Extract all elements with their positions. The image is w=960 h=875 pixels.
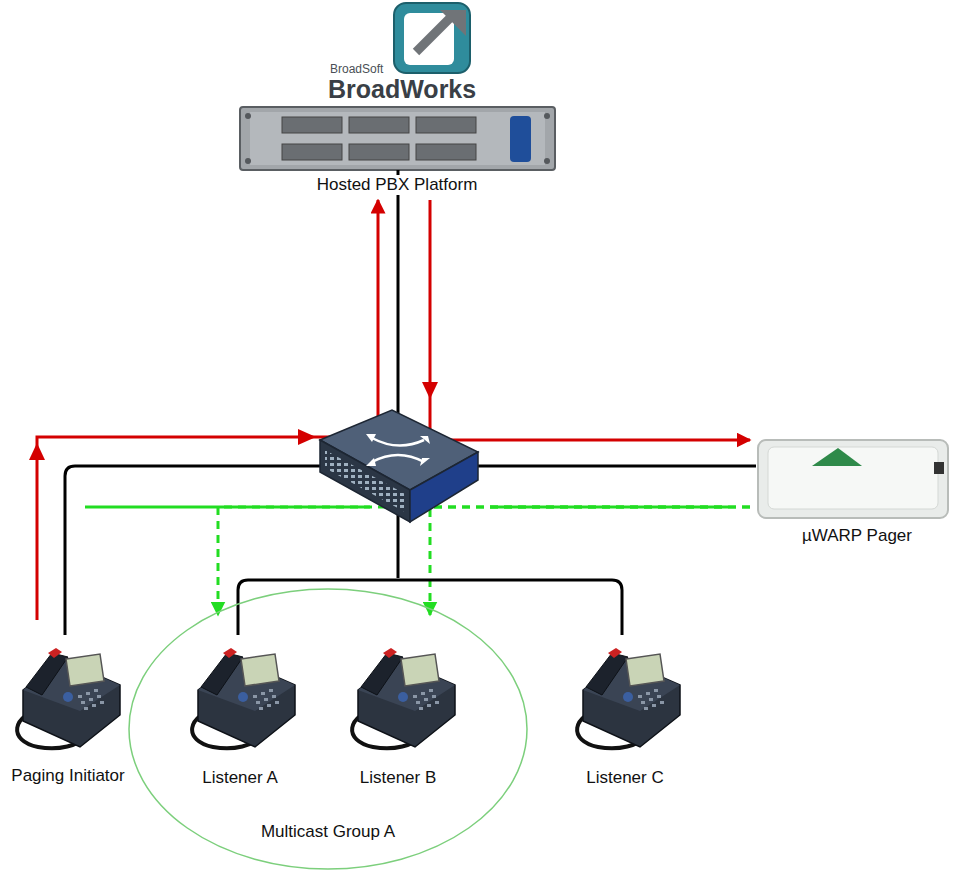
ip-phone	[577, 648, 680, 748]
node-label: µWARP Pager	[802, 526, 912, 546]
signal-connector	[430, 507, 750, 615]
multicast-line	[85, 506, 728, 509]
server-rack	[240, 107, 555, 170]
node-label: Listener B	[360, 768, 437, 788]
pager-node: µWARP Pager	[750, 430, 955, 555]
node-label: Multicast Group A	[261, 822, 395, 842]
ip-phone	[17, 648, 120, 748]
network-cable	[65, 170, 756, 635]
phone-node: Listener C	[565, 615, 685, 790]
phone-node: Listener B	[338, 615, 458, 790]
group-outline	[129, 589, 527, 869]
phone-node: Paging Initiator	[2, 620, 134, 795]
signal-connector	[430, 200, 750, 440]
ip-phone	[352, 648, 455, 748]
node-label: BroadWorks	[328, 74, 476, 104]
ip-phone	[192, 648, 295, 748]
network-switch	[320, 410, 478, 522]
multicast-group: Listener A Listener B Multicast Group A	[128, 588, 528, 870]
signal-connector	[218, 507, 750, 615]
signal-connector	[37, 200, 378, 620]
signal-arrowhead	[29, 382, 438, 460]
node-label: Hosted PBX Platform	[314, 175, 481, 195]
node-label: Listener C	[586, 768, 663, 788]
broadworks-logo	[394, 3, 470, 73]
node-label: BroadSoft	[330, 62, 383, 76]
server-node: BroadSoftBroadWorksHosted PBX Platform	[230, 0, 570, 200]
node-label: Paging Initiator	[11, 766, 124, 786]
phone-node: Listener A	[180, 615, 300, 790]
node-label: Listener A	[202, 768, 278, 788]
pager-device	[758, 440, 948, 518]
